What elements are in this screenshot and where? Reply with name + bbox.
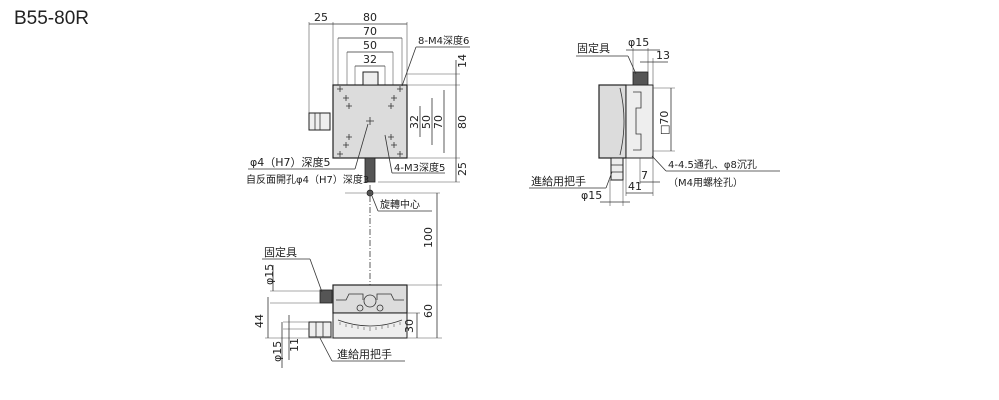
dim-phi15-bottom: φ15: [271, 341, 284, 362]
dim-30: 30: [403, 319, 416, 333]
dim-32: 32: [363, 53, 377, 66]
note-m3-depth: 4-M3深度5: [394, 161, 445, 174]
dim-14: 14: [456, 54, 469, 68]
dim-right-80: 80: [456, 115, 469, 129]
upper-stage: [332, 284, 408, 314]
side-fixture-label: 固定具: [577, 41, 610, 55]
side-fixture-knob: [632, 71, 649, 86]
model-title: B55-80R: [14, 8, 89, 29]
side-dim-41: 41: [628, 180, 642, 193]
dim-right-50: 50: [420, 115, 433, 129]
dim-25: 25: [314, 11, 328, 24]
side-knob: [308, 112, 331, 131]
side-block: [625, 84, 654, 159]
dim-11: 11: [288, 338, 301, 352]
side-dim-7: 7: [641, 169, 648, 182]
side-dim-13: 13: [656, 49, 670, 62]
side-view: φ15 13 固定具 □70 4-4.5通孔、φ8沉孔 （M4用螺栓孔） 7 4…: [529, 36, 780, 206]
note-back-hole: 自反面開孔φ4（H7）深度3: [246, 173, 369, 186]
dim-right-32: 32: [408, 115, 421, 129]
lower-stage: [332, 312, 408, 339]
dim-100: 100: [422, 227, 435, 248]
front-view: 100 60 30 φ15 44 φ15 11 固定具 進給用把手: [253, 193, 442, 368]
fixture-knob: [319, 289, 333, 304]
feed-handle-label: 進給用把手: [337, 347, 392, 361]
dim-60: 60: [422, 304, 435, 318]
fixture-label: 固定具: [264, 245, 297, 259]
mounting-holes: [337, 86, 403, 157]
side-note-bolts: （M4用螺栓孔）: [668, 176, 743, 189]
dim-25-bottom: 25: [456, 162, 469, 176]
side-dim-sq70: □70: [658, 111, 671, 135]
note-m4-depth: 8-M4深度6: [418, 34, 469, 47]
top-clamp: [362, 71, 379, 86]
rotation-center-label: 旋轉中心: [380, 198, 420, 211]
side-feed-handle: [610, 157, 624, 181]
side-feed-handle-label: 進給用把手: [531, 174, 586, 188]
dim-70: 70: [363, 25, 377, 38]
side-dim-phi15-top: φ15: [628, 36, 649, 49]
side-dim-phi15-bottom: φ15: [581, 189, 602, 202]
dim-50: 50: [363, 39, 377, 52]
note-pin-hole: φ4（H7）深度5: [250, 155, 331, 169]
dim-44: 44: [253, 314, 266, 328]
top-view: 25 80 70 50 32 32 50 70 80 14 25: [246, 11, 470, 285]
dim-80: 80: [363, 11, 377, 24]
dim-right-70: 70: [432, 115, 445, 129]
feed-handle-front: [308, 321, 332, 338]
side-note-holes: 4-4.5通孔、φ8沉孔: [668, 158, 757, 171]
feed-handle: [364, 157, 376, 183]
dim-phi15-top: φ15: [263, 264, 276, 285]
